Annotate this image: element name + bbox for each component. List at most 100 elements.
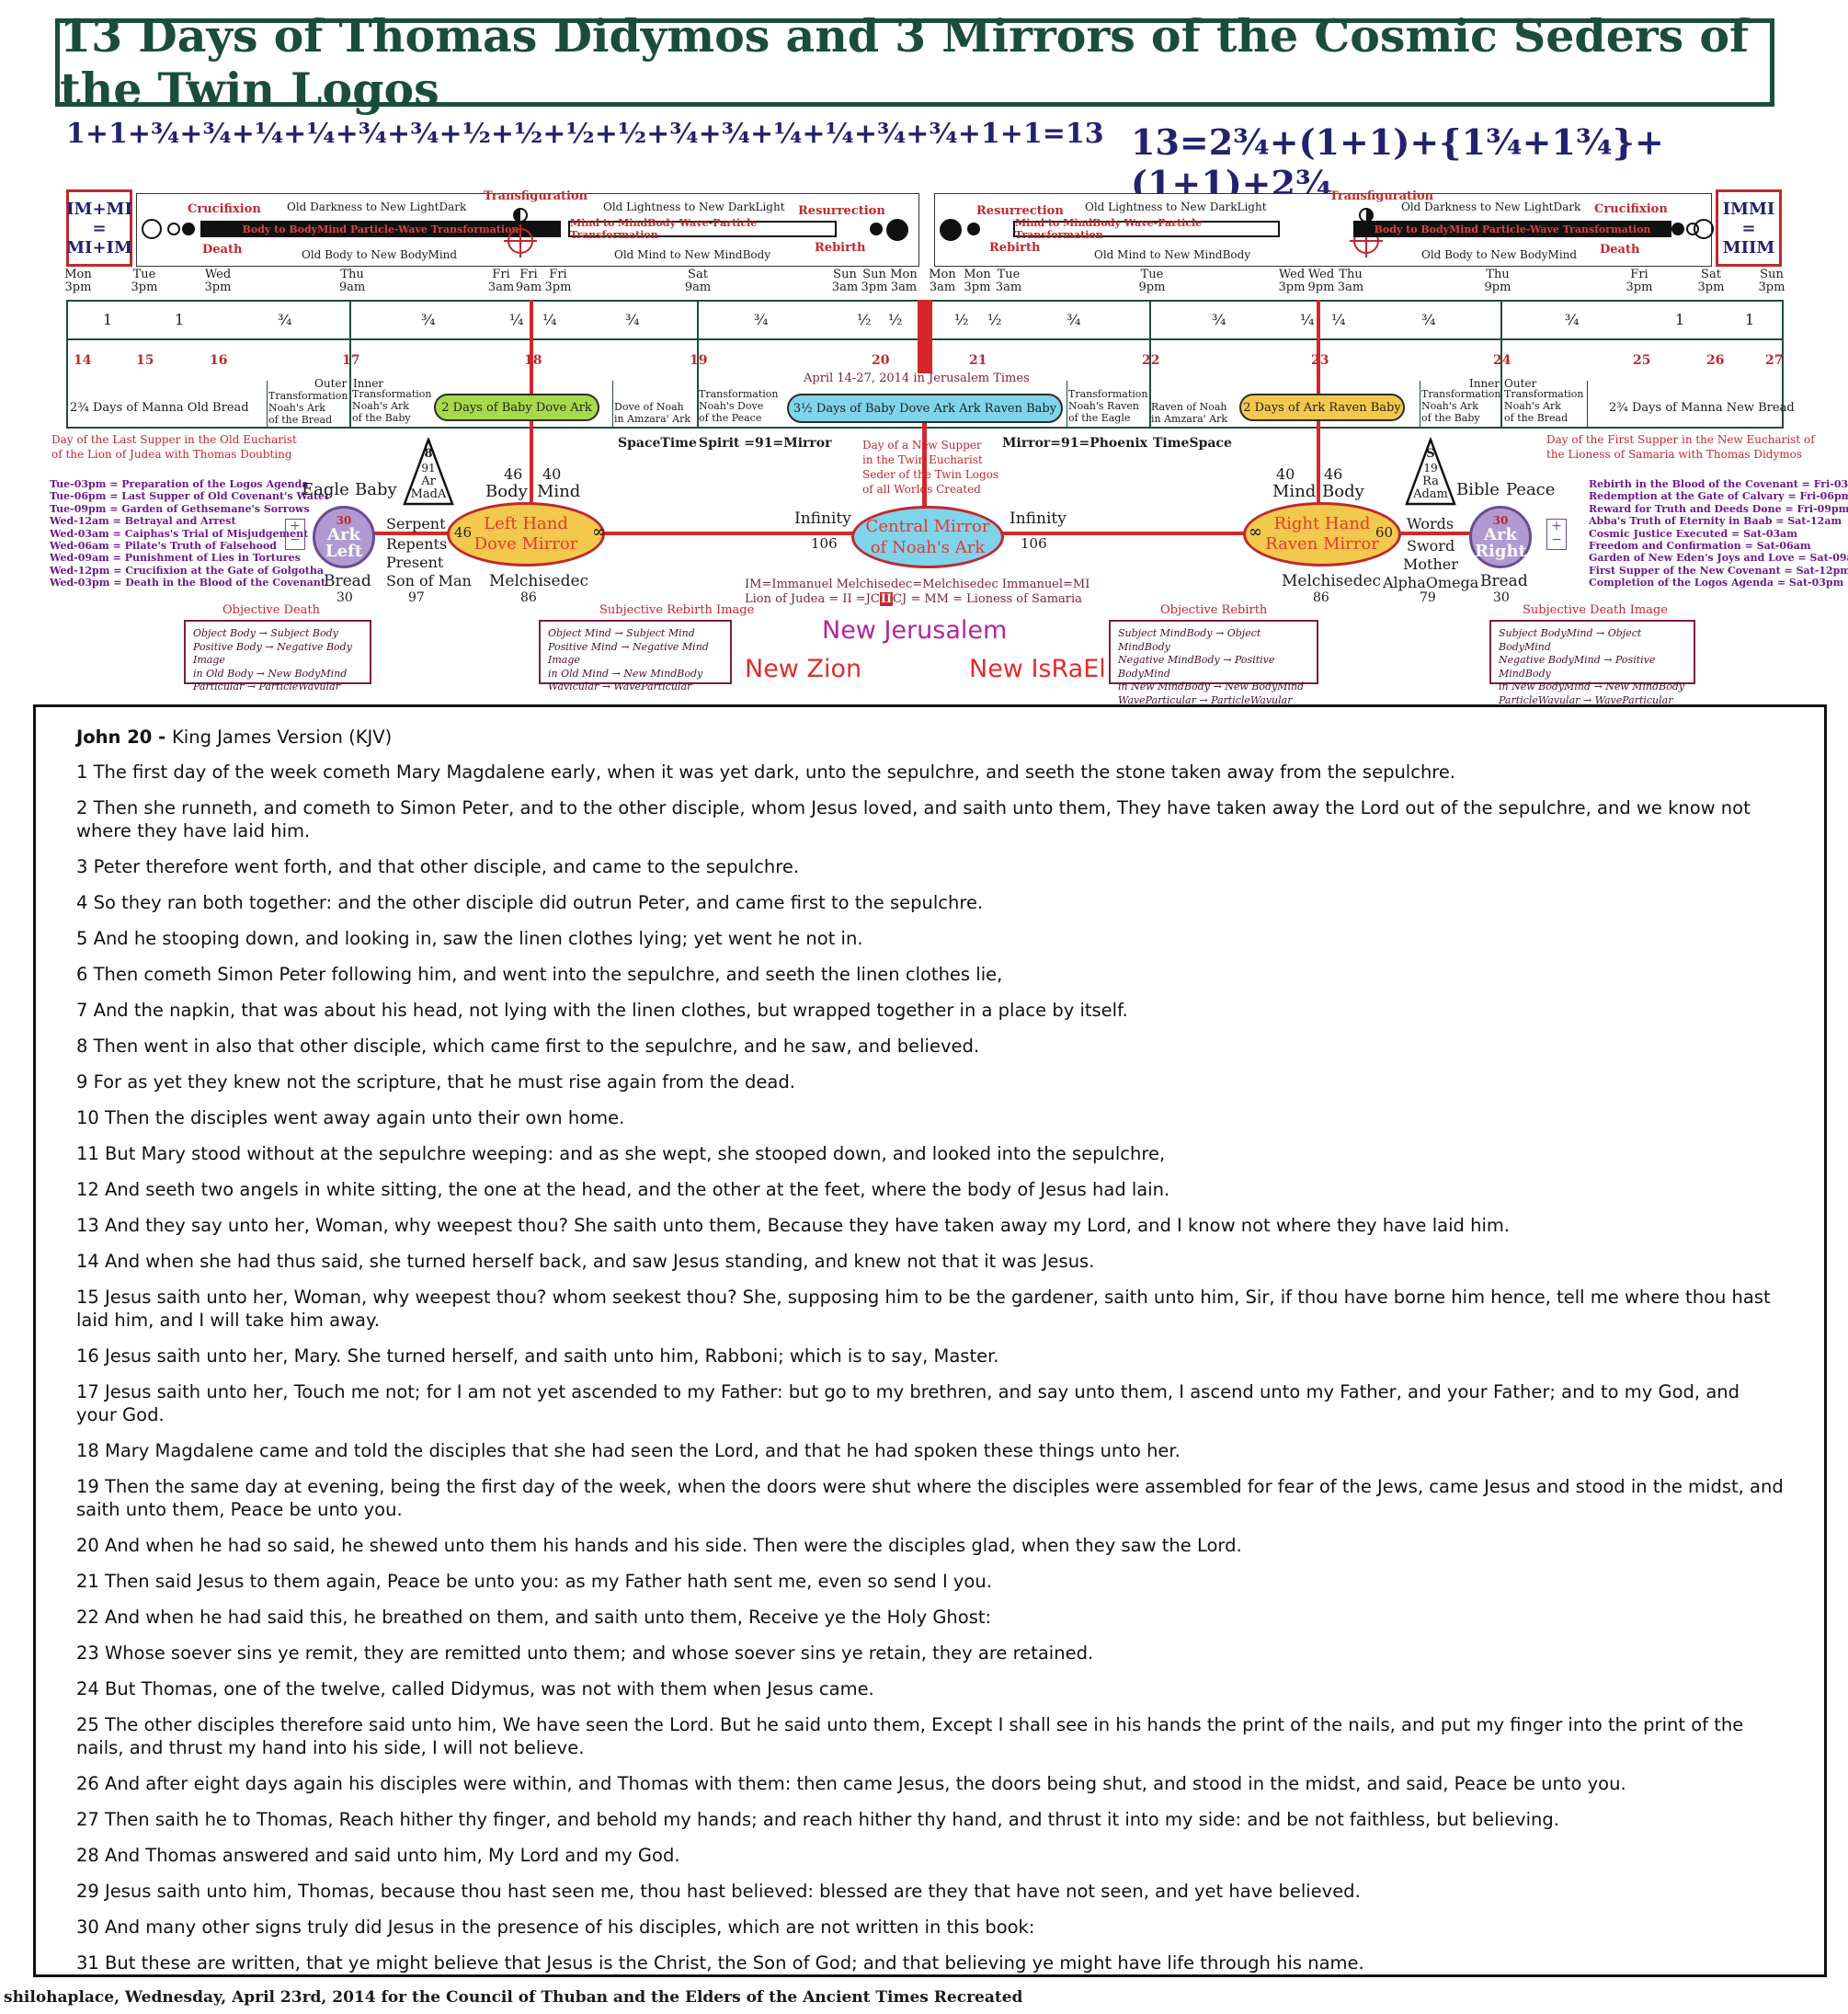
verse: 5 And he stooping down, and looking in, … — [76, 928, 863, 949]
date-number: 14 — [74, 353, 92, 368]
left-sign-bottom: MI+IM — [66, 237, 132, 257]
left-hand-dove-mirror: Left Hand Dove Mirror — [447, 502, 605, 566]
verse: 4 So they ran both together: and the oth… — [76, 892, 984, 913]
bread-left-label: Bread — [324, 572, 371, 590]
schedule-row: Wed-03am = Caiphas's Trial of Misjudgeme… — [50, 527, 309, 540]
verse: 24 But Thomas, one of the twelve, called… — [76, 1678, 874, 1699]
dove-amzara-label: Dove of Noah in Amzara' Ark — [614, 401, 691, 425]
schedule-row: Garden of New Eden's Joys and Love = Sat… — [1589, 552, 1848, 565]
central-mirror: Central Mirror of Noah's Ark — [851, 506, 1004, 568]
label-bot2-left: Old Mind to New MindBody — [614, 248, 771, 261]
fraction: ¼ — [1331, 311, 1346, 328]
alphaomega-label: AlphaOmega — [1383, 574, 1479, 591]
bar1-left: Body to BodyMind Particle-Wave Transform… — [200, 221, 561, 237]
jerusalem-times-label: April 14-27, 2014 in Jerusalem Times — [804, 372, 1030, 385]
left-sign-top: IM+MI — [66, 199, 132, 219]
date-number: 21 — [969, 353, 987, 368]
left-n40: 40 — [542, 465, 562, 483]
caption-objective-rebirth: Objective Rebirth — [1160, 603, 1268, 617]
fraction: ½ — [888, 311, 903, 328]
date-number: 19 — [690, 353, 708, 368]
right-melchisedec-label: Melchisedec — [1282, 572, 1382, 590]
infinity-icon: ∞ — [1249, 522, 1262, 542]
right-supper-text: Day of the First Supper in the New Eucha… — [1546, 433, 1815, 461]
date-number: 16 — [210, 353, 228, 368]
fraction: ½ — [857, 311, 872, 328]
trans-bread-right-label: Transformation Noah's Ark of the Bread — [1504, 388, 1584, 424]
label-death-left: Death — [202, 243, 243, 257]
small-dot-icon — [967, 223, 980, 235]
fraction: ½ — [987, 311, 1002, 328]
right-sign: IMMI = MIIM — [1716, 189, 1782, 267]
fraction: 1 — [1745, 311, 1755, 328]
schedule-row: First Supper of the New Covenant = Sat-1… — [1589, 564, 1848, 577]
open-circle-icon — [142, 219, 162, 239]
date-number: 23 — [1311, 353, 1329, 368]
verse: 21 Then said Jesus to them again, Peace … — [76, 1571, 992, 1592]
verse: 28 And Thomas answered and said unto him… — [76, 1845, 680, 1866]
son-of-man-num: 97 — [408, 590, 425, 605]
triangle-right-icon — [1405, 438, 1456, 506]
date-number: 18 — [524, 353, 542, 368]
peace-label: Peace — [1506, 480, 1556, 499]
verse: 6 Then cometh Simon Peter following him,… — [76, 964, 1003, 985]
serpent-label: Serpent — [386, 515, 446, 532]
right-n40: 40 — [1276, 465, 1295, 483]
label-top2-left: Old Lightness to New DarkLight — [603, 200, 785, 213]
trans-baby-right-label: Transformation Noah's Ark of the Baby — [1421, 388, 1501, 424]
trans-baby-left-label: Transformation Noah's Ark of the Baby — [352, 388, 432, 424]
schedule-row: Abba's Truth of Eternity in Baab = Sat-1… — [1589, 515, 1842, 528]
outer-right-label: Outer — [1504, 377, 1537, 390]
schedule-row: Reward for Truth and Deeds Done = Fri-09… — [1589, 502, 1848, 515]
verse: 1 The first day of the week cometh Mary … — [76, 761, 1456, 783]
scripture-box: John 20 - King James Version (KJV) 1 The… — [33, 704, 1827, 1977]
verse: 17 Jesus saith unto her, Touch me not; f… — [76, 1381, 1740, 1425]
inner-right-label: Inner — [1469, 377, 1500, 390]
verse: 15 Jesus saith unto her, Woman, why weep… — [76, 1287, 1771, 1331]
label-resurrection-right: Resurrection — [976, 204, 1064, 218]
schedule-row: Wed-09am = Punishment of Lies in Torture… — [50, 552, 301, 565]
fraction: 1 — [1675, 311, 1685, 328]
small-dot-icon — [182, 223, 195, 235]
schedule-row: Completion of the Logos Agenda = Sat-03p… — [1589, 577, 1844, 589]
schedule-row: Wed-12am = Betrayal and Arrest — [50, 515, 236, 528]
baby-label: Baby — [355, 480, 397, 499]
bar1-right: Mind to MindBody Wave-Particle Transform… — [1013, 217, 1280, 241]
date-number: 22 — [1142, 353, 1160, 368]
verse: 25 The other disciples therefore said un… — [76, 1714, 1744, 1758]
label-transfiguration-right: Transfiguration — [1329, 189, 1434, 203]
label-resurrection-left: Resurrection — [798, 204, 885, 218]
fraction: ¼ — [542, 311, 557, 328]
date-number: 26 — [1706, 353, 1725, 368]
baby-dove-pill: 2 Days of Baby Dove Ark — [434, 394, 599, 421]
footer-credit: shilohaplace, Wednesday, April 23rd, 201… — [4, 1988, 1023, 2007]
fraction: ¾ — [1565, 311, 1580, 328]
infinity-left-label: Infinity — [794, 509, 851, 528]
label-rebirth-left: Rebirth — [815, 241, 866, 255]
label-crucifixion-left: Crucifixion — [188, 202, 261, 216]
fraction: ¾ — [754, 311, 769, 328]
timeline-tick — [349, 300, 351, 429]
page-title: 13 Days of Thomas Didymos and 3 Mirrors … — [60, 9, 1750, 116]
right-hand-raven-mirror: Right Hand Raven Mirror — [1243, 502, 1401, 566]
schedule-row: Tue-09pm = Garden of Gethsemane's Sorrow… — [50, 502, 310, 515]
date-number: 17 — [342, 353, 360, 368]
open-circle-icon — [1694, 219, 1714, 239]
right-sign-bottom: MIIM — [1722, 237, 1775, 257]
label-bot1-right: Old Mind to New MindBody — [1094, 248, 1251, 261]
verse: 12 And seeth two angels in white sitting… — [76, 1179, 1170, 1200]
verse: 8 Then went in also that other disciple,… — [76, 1036, 980, 1057]
left-body-label: Body — [485, 482, 528, 501]
mirror-phoenix-label: Mirror=91=Phoenix — [1002, 436, 1148, 451]
timeline-tick — [1149, 300, 1151, 429]
spacetime-label: SpaceTime — [618, 436, 697, 451]
